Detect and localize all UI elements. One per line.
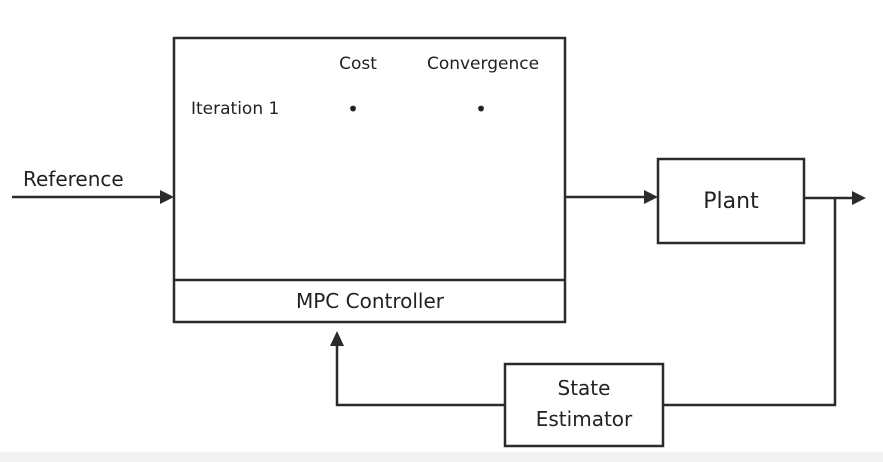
reference-input-arrow — [12, 190, 174, 204]
state-estimator-label-line2: Estimator — [536, 407, 633, 431]
mpc-controller-label: MPC Controller — [296, 289, 445, 313]
column-header-cost: Cost — [339, 54, 377, 74]
reference-label: Reference — [23, 167, 124, 191]
cell-convergence-value: • — [475, 97, 487, 121]
state-estimator-label-line1: State — [558, 376, 611, 400]
column-header-convergence: Convergence — [427, 54, 539, 74]
cell-cost-value: • — [347, 97, 359, 121]
state-estimator-block — [503, 362, 665, 448]
iteration-table: Cost Convergence Iteration 1 • • — [191, 54, 539, 121]
mpc-controller-block — [172, 36, 567, 324]
feedback-wire-to-estimator — [663, 198, 837, 407]
bottom-strip — [0, 452, 883, 462]
plant-block — [656, 157, 806, 245]
row-label-iteration: Iteration 1 — [191, 99, 279, 119]
feedback-wire-to-controller — [330, 331, 505, 407]
plant-label: Plant — [703, 189, 759, 214]
plant-output-arrow — [804, 191, 866, 205]
controller-to-plant-arrow — [565, 190, 658, 204]
